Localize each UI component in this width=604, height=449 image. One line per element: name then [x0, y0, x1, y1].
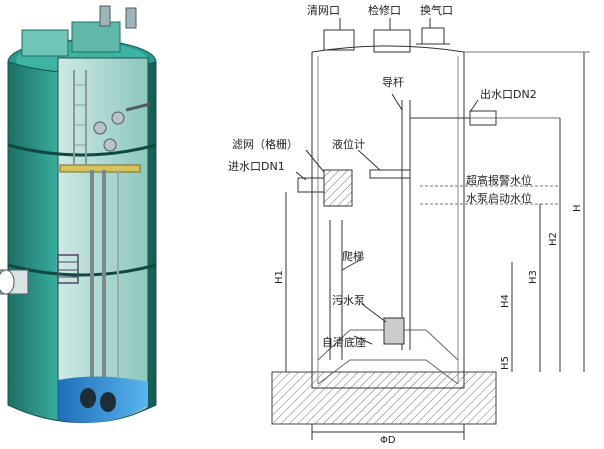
sewage-pump-shape: [383, 317, 405, 345]
dim-H4: H4: [500, 294, 511, 308]
dim-diameter: ΦD: [380, 435, 396, 445]
label-level-gauge: 液位计: [332, 137, 365, 151]
label-pump-start-level: 水泵启动水位: [466, 191, 532, 205]
dim-H1: H1: [274, 270, 285, 284]
label-filter: 滤网（格栅）: [232, 137, 298, 151]
label-sewage-pump: 污水泵: [332, 294, 365, 307]
label-self-clean-base: 自清底座: [322, 335, 366, 349]
label-alarm-level: 超高报警水位: [466, 173, 532, 187]
inspection-port-shape: [373, 29, 411, 53]
vent-port-shape: [421, 27, 445, 45]
dim-H2: H2: [548, 232, 559, 246]
dim-H5: H5: [500, 356, 511, 370]
dim-H: H: [572, 204, 583, 212]
label-inspection-port: 检修口: [368, 3, 401, 17]
label-guide-rod: 导杆: [382, 75, 404, 89]
dim-H3: H3: [528, 270, 539, 284]
label-outlet: 出水口DN2: [480, 87, 537, 101]
label-inlet: 进水口DN1: [228, 160, 285, 173]
section-drawing: [271, 18, 590, 440]
screen-port-shape: [323, 29, 355, 51]
tank-3d-illustration: [0, 5, 157, 423]
labels: 清网口 检修口 换气口 导杆 出水口DN2 滤网（格栅） 液位计 进水口DN1 …: [228, 3, 583, 446]
label-ladder: 爬梯: [342, 250, 364, 263]
label-screen-port: 清网口: [307, 4, 340, 17]
label-vent-port: 换气口: [420, 3, 453, 17]
foundation-slab: [271, 371, 497, 425]
